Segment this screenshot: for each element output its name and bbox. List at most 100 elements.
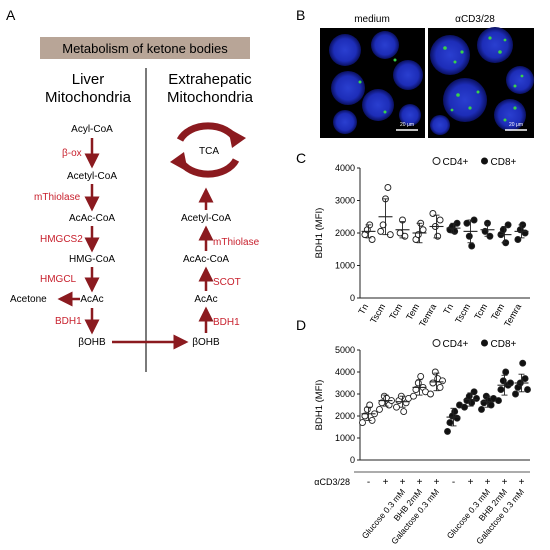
micrograph-stimulated: 20 μm xyxy=(428,27,534,138)
data-point xyxy=(410,392,417,400)
data-point xyxy=(436,383,444,391)
data-point xyxy=(379,221,387,229)
extra-heading-2: Mitochondria xyxy=(167,89,254,106)
extra-metabolite: TCA xyxy=(199,146,219,157)
extra-metabolite: AcAc-CoA xyxy=(183,254,229,265)
data-point xyxy=(473,394,480,402)
data-point xyxy=(436,216,444,224)
y-tick-label: 3000 xyxy=(335,196,355,206)
x-tick-label: Tn xyxy=(441,302,455,316)
panel-a-title-box xyxy=(40,37,250,59)
data-point xyxy=(461,403,468,411)
x-tick-label: Tcm xyxy=(472,302,489,321)
data-point xyxy=(414,379,422,387)
x-tick-label: Tn xyxy=(356,302,370,316)
liver-metabolite: βOHB xyxy=(78,337,106,348)
data-point xyxy=(453,414,461,422)
liver-enzyme: BDH1 xyxy=(55,316,82,327)
extra-enzyme: SCOT xyxy=(213,277,241,288)
data-point xyxy=(514,236,522,243)
data-point xyxy=(502,368,510,376)
legend-label-cd8: CD8+ xyxy=(491,339,517,350)
data-point xyxy=(465,232,473,240)
micrograph-label-medium: medium xyxy=(354,14,390,25)
y-axis-label: BDH1 (MFI) xyxy=(314,380,325,431)
extra-heading-1: Extrahepatic xyxy=(168,71,252,88)
liver-enzyme: β-ox xyxy=(62,148,82,159)
stim-sign: - xyxy=(367,477,370,488)
data-point xyxy=(497,386,505,394)
liver-heading-1: Liver xyxy=(72,71,105,88)
liver-heading-2: Mitochondria xyxy=(45,89,132,106)
data-point xyxy=(439,377,446,385)
data-point xyxy=(519,359,527,367)
y-tick-label: 2000 xyxy=(335,411,355,421)
acetone-label: Acetone xyxy=(10,294,47,305)
data-point xyxy=(451,227,459,235)
data-point xyxy=(427,390,434,398)
data-point xyxy=(359,419,366,427)
data-point xyxy=(521,375,529,383)
panel-a-title: Metabolism of ketone bodies xyxy=(62,41,228,56)
data-point xyxy=(419,226,427,234)
liver-metabolite: AcAc-CoA xyxy=(69,213,115,224)
x-tick-label: Temra xyxy=(502,302,523,329)
data-point xyxy=(524,386,531,394)
legend-label-cd4: CD4+ xyxy=(443,157,469,168)
tca-arrowhead xyxy=(228,128,246,148)
liver-enzyme: mThiolase xyxy=(34,192,81,203)
liver-metabolite: Acetyl-CoA xyxy=(67,171,117,182)
x-tick-label: Temra xyxy=(417,302,438,329)
tca-cycle-arrow xyxy=(176,122,240,142)
x-tick-label: Tcm xyxy=(387,302,404,321)
data-point xyxy=(376,405,383,413)
x-tick-label: Tscm xyxy=(453,302,472,325)
stim-sign: + xyxy=(519,477,525,488)
x-tick-label: Tem xyxy=(404,302,421,322)
stim-row-label: αCD3/28 xyxy=(314,477,350,487)
data-point xyxy=(470,388,478,396)
legend-label-cd8: CD8+ xyxy=(491,157,517,168)
stim-sign: + xyxy=(485,477,491,488)
data-point xyxy=(446,419,454,427)
liver-metabolite: Acyl-CoA xyxy=(71,124,113,135)
data-point xyxy=(444,427,451,435)
data-point xyxy=(429,210,437,217)
y-tick-label: 0 xyxy=(350,455,355,465)
legend-marker-cd4 xyxy=(432,157,441,165)
data-point xyxy=(499,226,507,234)
scale-bar-label: 20 μm xyxy=(400,122,414,128)
panel-label-d: D xyxy=(296,317,306,333)
legend-marker-cd8 xyxy=(481,339,488,347)
y-tick-label: 1000 xyxy=(335,433,355,443)
tca-arrowhead xyxy=(170,152,188,172)
legend-label-cd4: CD4+ xyxy=(443,339,469,350)
stim-sign: + xyxy=(383,477,389,488)
data-point xyxy=(417,372,425,380)
extra-metabolite: AcAc xyxy=(194,294,217,305)
y-tick-label: 3000 xyxy=(335,389,355,399)
data-point xyxy=(478,405,485,413)
y-axis-label: BDH1 (MFI) xyxy=(314,208,325,259)
legend-marker-cd8 xyxy=(481,157,488,165)
data-point xyxy=(429,379,437,387)
extra-enzyme: mThiolase xyxy=(213,237,260,248)
data-point xyxy=(507,379,514,387)
stim-sign: + xyxy=(502,477,508,488)
data-point xyxy=(468,399,476,407)
legend-marker-cd4 xyxy=(432,339,441,347)
liver-enzyme: HMGCL xyxy=(40,274,77,285)
data-point xyxy=(499,377,507,385)
micrograph-label-stim: αCD3/28 xyxy=(455,14,495,25)
data-point xyxy=(384,184,392,191)
y-tick-label: 5000 xyxy=(335,345,355,355)
data-point xyxy=(451,408,459,416)
y-tick-label: 4000 xyxy=(335,367,355,377)
y-tick-label: 0 xyxy=(350,293,355,303)
data-point xyxy=(378,399,386,407)
y-tick-label: 2000 xyxy=(335,228,355,238)
liver-enzyme: HMGCS2 xyxy=(40,234,83,245)
